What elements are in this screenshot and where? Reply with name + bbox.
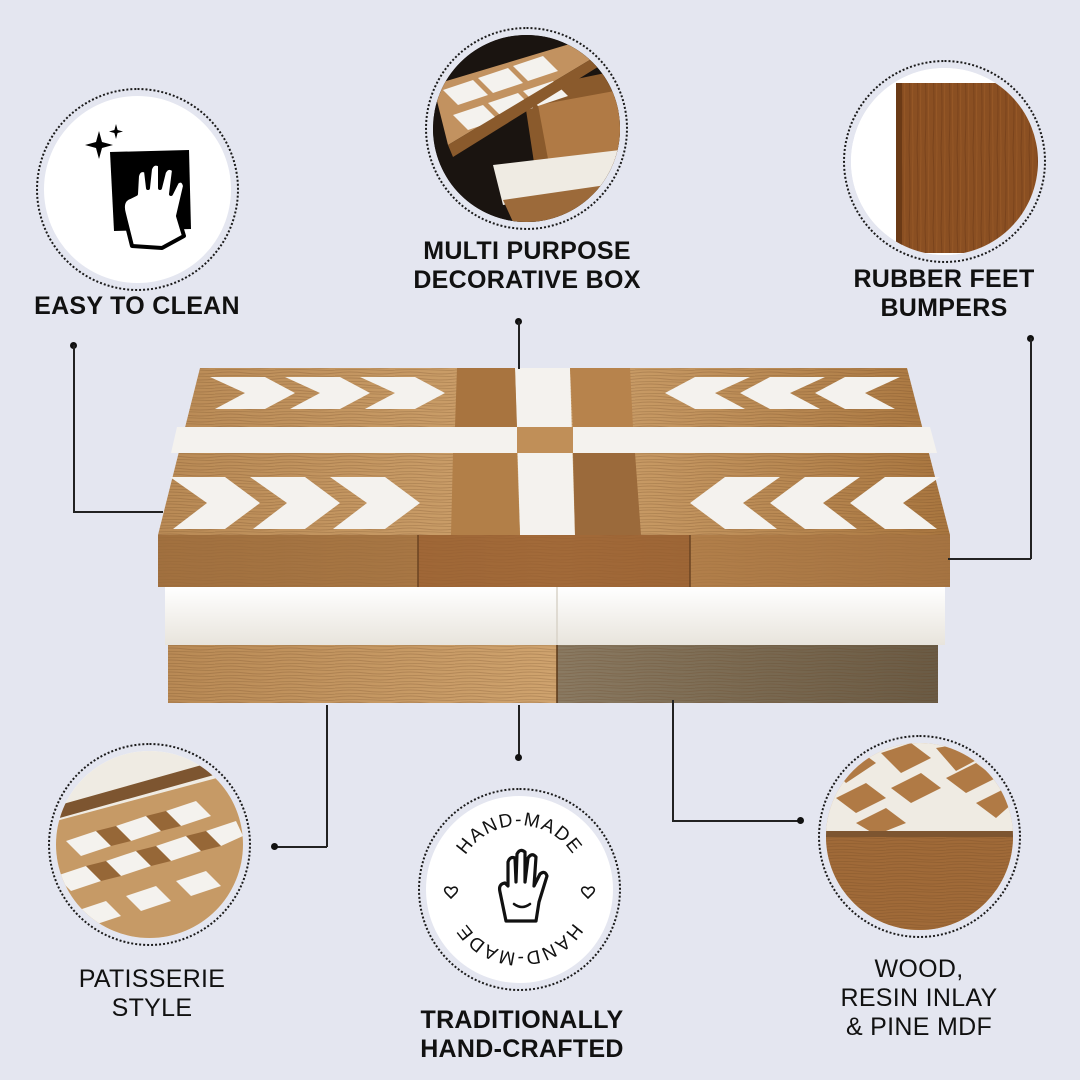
hand-made-icon: HAND-MADE HAND-MADE bbox=[443, 809, 596, 969]
svg-text:HAND-MADE: HAND-MADE bbox=[453, 920, 587, 969]
connector-line bbox=[672, 700, 674, 821]
easy-clean-badge bbox=[36, 88, 239, 291]
connector-line bbox=[672, 820, 800, 822]
easy-clean-label: EASY TO CLEAN bbox=[34, 292, 240, 320]
connector-dot-materials bbox=[796, 816, 804, 824]
materials-detail-image bbox=[826, 743, 1013, 930]
multi-purpose-label: MULTI PURPOSE DECORATIVE BOX bbox=[413, 237, 641, 294]
multi-purpose-badge bbox=[425, 27, 628, 230]
connector-line bbox=[948, 558, 1031, 560]
connector-line bbox=[518, 321, 520, 369]
rubber-feet-detail-image bbox=[851, 68, 1038, 255]
connector-line bbox=[274, 846, 327, 848]
connector-line bbox=[518, 705, 520, 757]
decorative-box-image bbox=[155, 365, 955, 710]
cleaning-cloth-icon bbox=[85, 124, 191, 250]
materials-label: WOOD, RESIN INLAY & PINE MDF bbox=[840, 955, 998, 1041]
connector-line bbox=[326, 705, 328, 847]
connector-line bbox=[1030, 338, 1032, 559]
connector-dot-patisserie bbox=[270, 842, 278, 850]
materials-badge bbox=[818, 735, 1021, 938]
patisserie-badge bbox=[48, 743, 251, 946]
hand-crafted-label: TRADITIONALLY HAND-CRAFTED bbox=[420, 1006, 624, 1063]
rubber-feet-badge bbox=[843, 60, 1046, 263]
patisserie-label: PATISSERIE STYLE bbox=[78, 965, 226, 1022]
connector-line bbox=[73, 511, 163, 513]
open-box-detail-image bbox=[433, 35, 620, 222]
hand-crafted-badge: HAND-MADE HAND-MADE bbox=[418, 788, 621, 991]
connector-dot-hand-crafted bbox=[514, 753, 522, 761]
handmade-bottom-text: HAND-MADE bbox=[453, 920, 585, 969]
connector-line bbox=[73, 345, 75, 512]
rubber-feet-label: RUBBER FEET BUMPERS bbox=[853, 265, 1035, 322]
inlay-pattern-detail-image bbox=[56, 751, 243, 938]
